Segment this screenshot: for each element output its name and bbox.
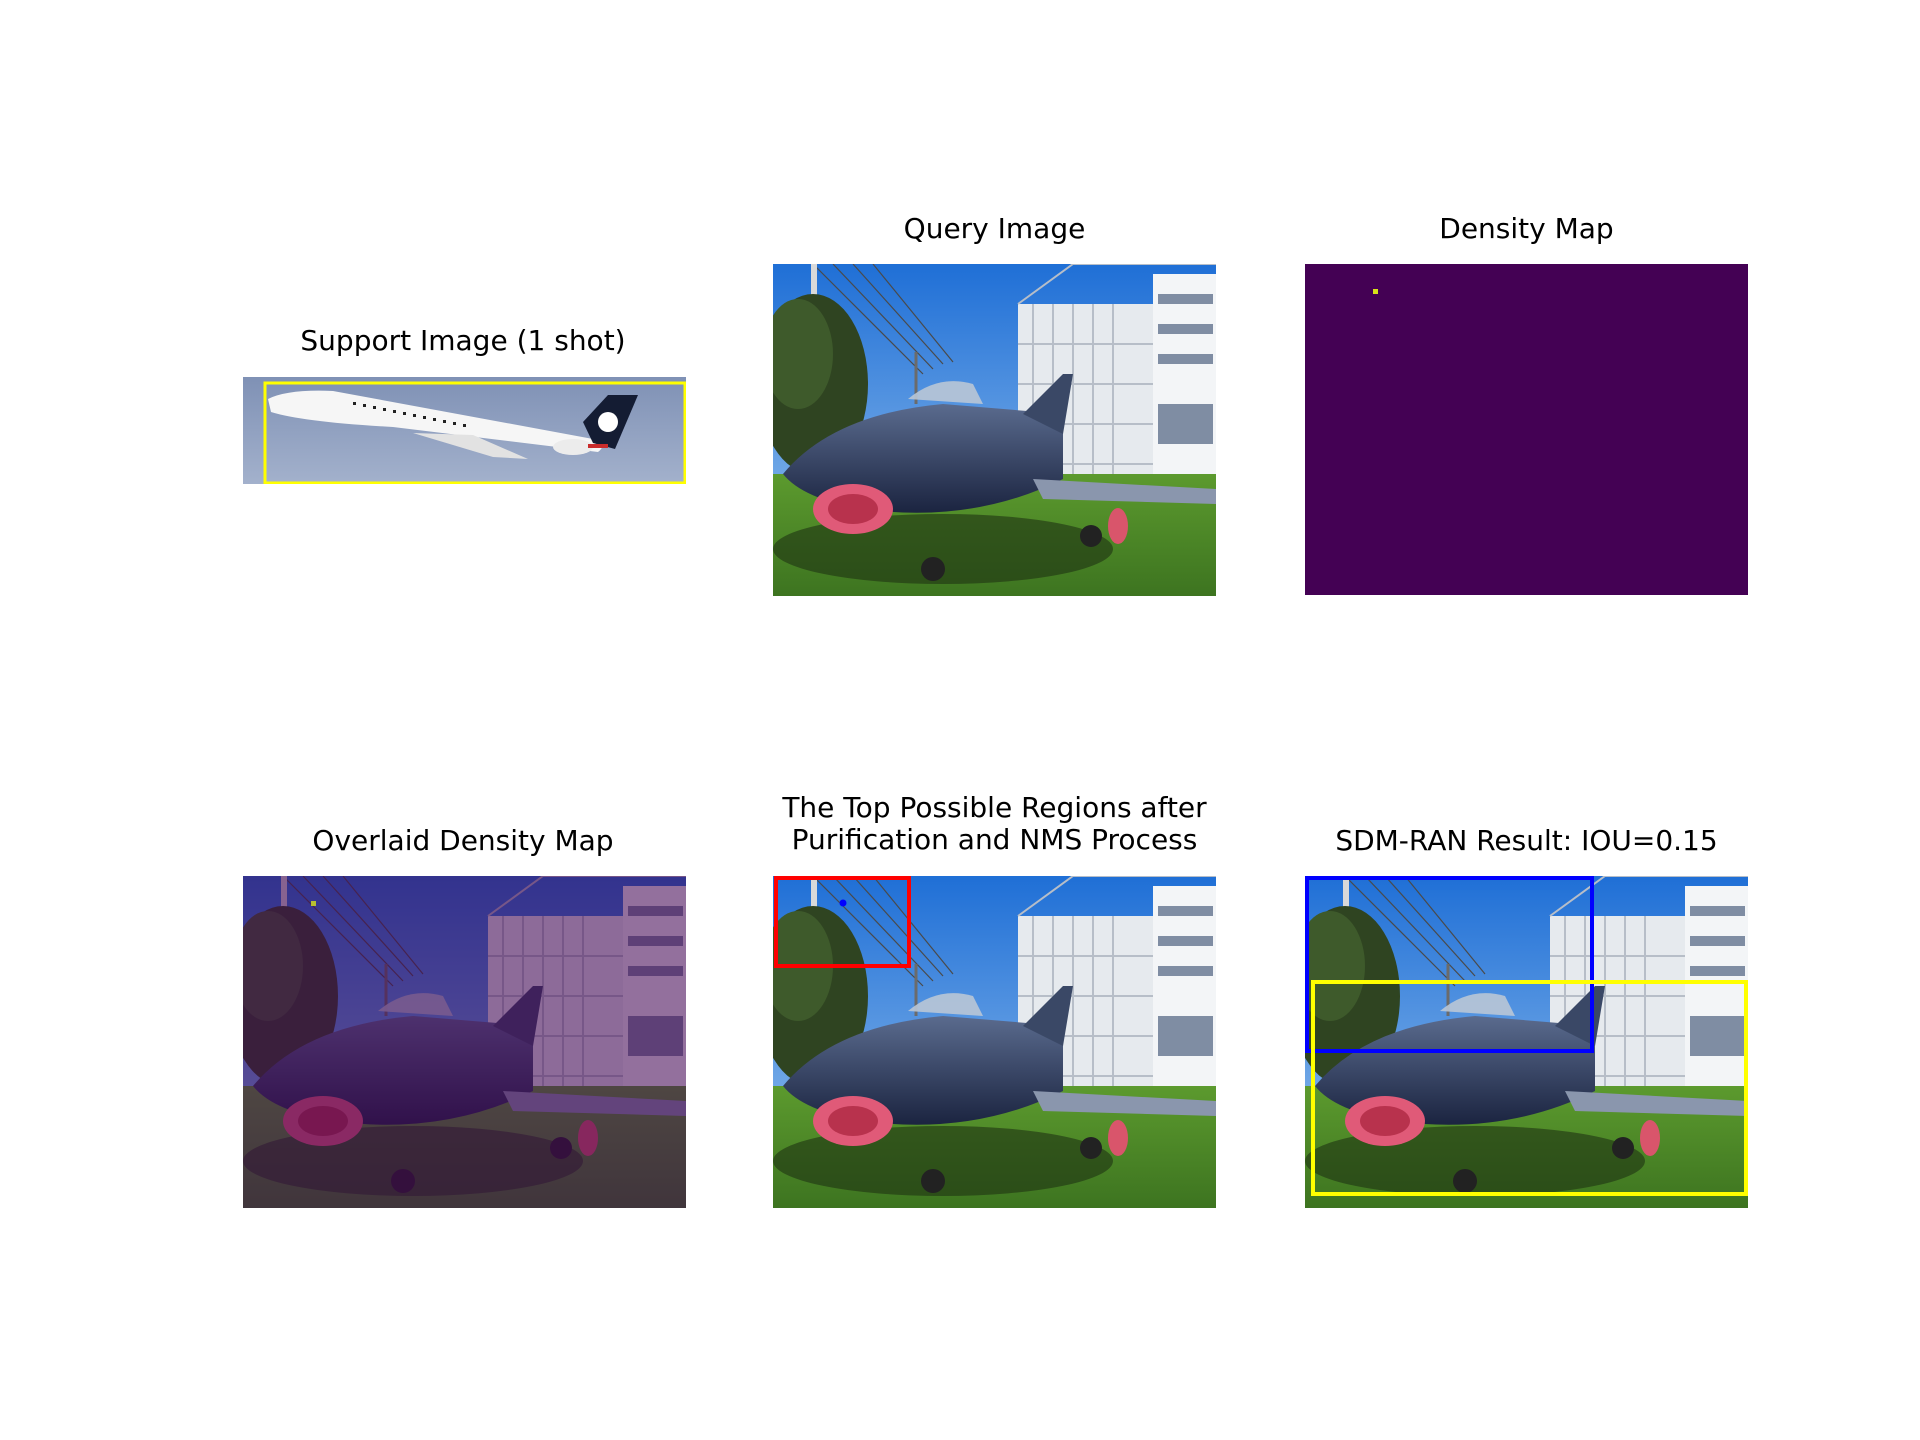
support-airplane-image [243, 377, 686, 484]
sdm-ran-result-panel [1305, 876, 1748, 1208]
density-map-image [1305, 264, 1748, 595]
query-image-title: Query Image [903, 212, 1086, 245]
region-center-point [839, 899, 847, 907]
sdm-ran-result-image [1305, 876, 1748, 1208]
sdm-ran-result-title: SDM-RAN Result: IOU=0.15 [1335, 824, 1718, 857]
overlaid-density-image [243, 876, 686, 1208]
query-image-panel [773, 264, 1216, 596]
overlaid-density-map-panel [243, 876, 686, 1208]
query-jet-image [773, 264, 1216, 596]
region-box [774, 876, 911, 968]
overlaid-peak-marker [311, 901, 316, 906]
support-image-panel [243, 377, 686, 484]
density-map-panel [1305, 264, 1748, 595]
predicted-box [1305, 876, 1594, 1053]
density-peak-marker [1373, 289, 1378, 294]
support-bounding-box [263, 381, 686, 484]
top-regions-title: The Top Possible Regions after Purificat… [773, 792, 1216, 856]
density-map-title: Density Map [1439, 212, 1614, 245]
top-regions-image [773, 876, 1216, 1208]
top-regions-title-line1: The Top Possible Regions after [782, 791, 1207, 824]
top-regions-title-line2: Purification and NMS Process [791, 823, 1198, 856]
overlaid-density-map-title: Overlaid Density Map [312, 824, 614, 857]
top-regions-panel [773, 876, 1216, 1208]
ground-truth-box [1311, 980, 1748, 1196]
support-image-title: Support Image (1 shot) [300, 324, 626, 357]
